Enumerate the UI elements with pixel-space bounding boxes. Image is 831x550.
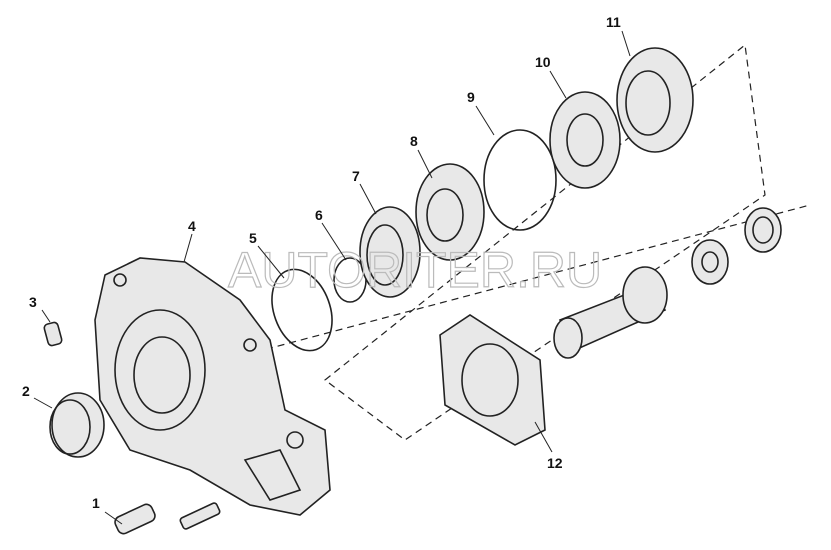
leader-line-3 <box>41 309 51 323</box>
part-2-seal <box>49 392 105 458</box>
leader-line-8 <box>417 149 433 179</box>
callout-2: 2 <box>22 383 30 399</box>
part-1-fitting <box>114 503 156 535</box>
watermark: AUTORITER.RU <box>228 242 602 298</box>
callout-4: 4 <box>188 218 196 234</box>
part-5-snap-ring <box>271 268 333 352</box>
housing-outline-dashed <box>324 43 766 441</box>
part-12-carrier <box>439 314 546 446</box>
callout-12: 12 <box>547 455 563 471</box>
callout-9: 9 <box>467 89 475 105</box>
callout-5: 5 <box>249 230 257 246</box>
bolt <box>179 502 221 530</box>
part-10-thrust-washer <box>549 91 621 189</box>
leader-line-6 <box>321 222 347 261</box>
part-4-front-housing <box>94 257 331 516</box>
part-3-dowel-pin <box>43 321 63 347</box>
leader-line-10 <box>549 70 567 99</box>
part-7-bearing <box>359 206 421 298</box>
callout-8: 8 <box>410 133 418 149</box>
callout-7: 7 <box>352 168 360 184</box>
part-8-plate <box>415 163 485 261</box>
callout-1: 1 <box>92 495 100 511</box>
leader-line-2 <box>33 397 53 409</box>
shaft-race <box>744 207 782 253</box>
leader-line-7 <box>359 183 377 215</box>
leader-line-1 <box>104 511 123 525</box>
shaft-bearing <box>691 239 729 285</box>
part-9-snap-ring <box>483 129 557 231</box>
callout-10: 10 <box>535 54 551 70</box>
output-shaft <box>553 266 668 359</box>
leader-line-5 <box>257 245 285 279</box>
leader-line-4 <box>183 233 193 263</box>
leader-line-12 <box>534 421 553 453</box>
callout-3: 3 <box>29 294 37 310</box>
leader-line-9 <box>475 105 495 136</box>
leader-line-11 <box>621 30 631 57</box>
part-11-gear <box>616 47 694 153</box>
callout-11: 11 <box>606 14 621 30</box>
callout-6: 6 <box>315 207 323 223</box>
